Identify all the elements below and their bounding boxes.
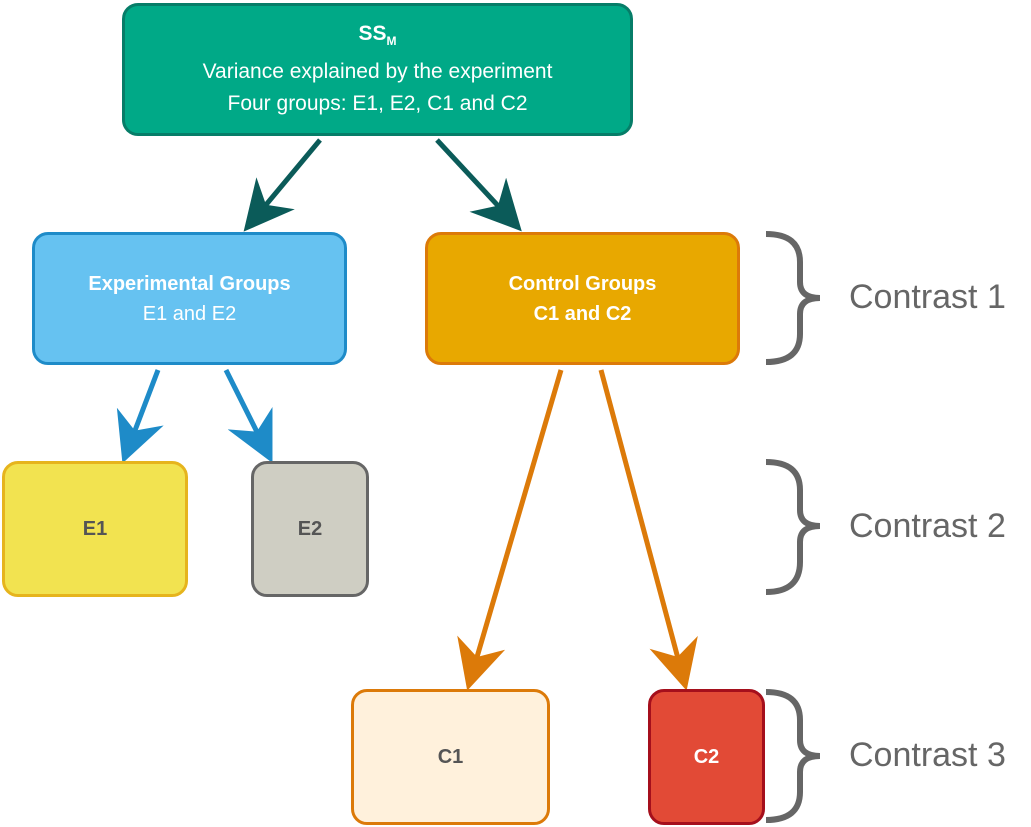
c2-node: C2 bbox=[648, 689, 765, 825]
root-node-ssm: SSM Variance explained by the experiment… bbox=[122, 3, 633, 136]
contrast-3-label: Contrast 3 bbox=[849, 736, 1006, 774]
arrow-root-to-experimental bbox=[243, 138, 322, 232]
e1-node: E1 bbox=[2, 461, 188, 597]
e2-label: E2 bbox=[297, 517, 323, 540]
control-groups-node: Control Groups C1 and C2 bbox=[425, 232, 740, 365]
arrow-control-to-c2 bbox=[598, 369, 698, 691]
contrast-1-label: Contrast 1 bbox=[849, 278, 1006, 316]
arrow-control-to-c1 bbox=[457, 369, 564, 691]
experimental-groups-node: Experimental Groups E1 and E2 bbox=[32, 232, 347, 365]
root-line-1: Variance explained by the experiment bbox=[202, 60, 553, 83]
arrow-experimental-to-e2 bbox=[223, 368, 273, 463]
c1-label: C1 bbox=[437, 745, 464, 768]
arrow-experimental-to-e1 bbox=[116, 369, 164, 464]
control-title: Control Groups bbox=[508, 272, 657, 295]
c2-label: C2 bbox=[693, 745, 720, 768]
contrast-2-label: Contrast 2 bbox=[849, 507, 1006, 545]
c1-node: C1 bbox=[351, 689, 550, 825]
experimental-title: Experimental Groups bbox=[88, 272, 291, 295]
brace-contrast-3 bbox=[765, 689, 821, 823]
control-subtitle: C1 and C2 bbox=[533, 302, 632, 325]
brace-contrast-1 bbox=[765, 231, 821, 365]
root-line-2: Four groups: E1, E2, C1 and C2 bbox=[227, 92, 528, 115]
e2-node: E2 bbox=[251, 461, 369, 597]
root-title: SSM bbox=[358, 22, 397, 48]
experimental-subtitle: E1 and E2 bbox=[142, 302, 237, 325]
brace-contrast-2 bbox=[765, 459, 821, 595]
e1-label: E1 bbox=[82, 517, 108, 540]
arrow-root-to-control bbox=[435, 138, 522, 232]
